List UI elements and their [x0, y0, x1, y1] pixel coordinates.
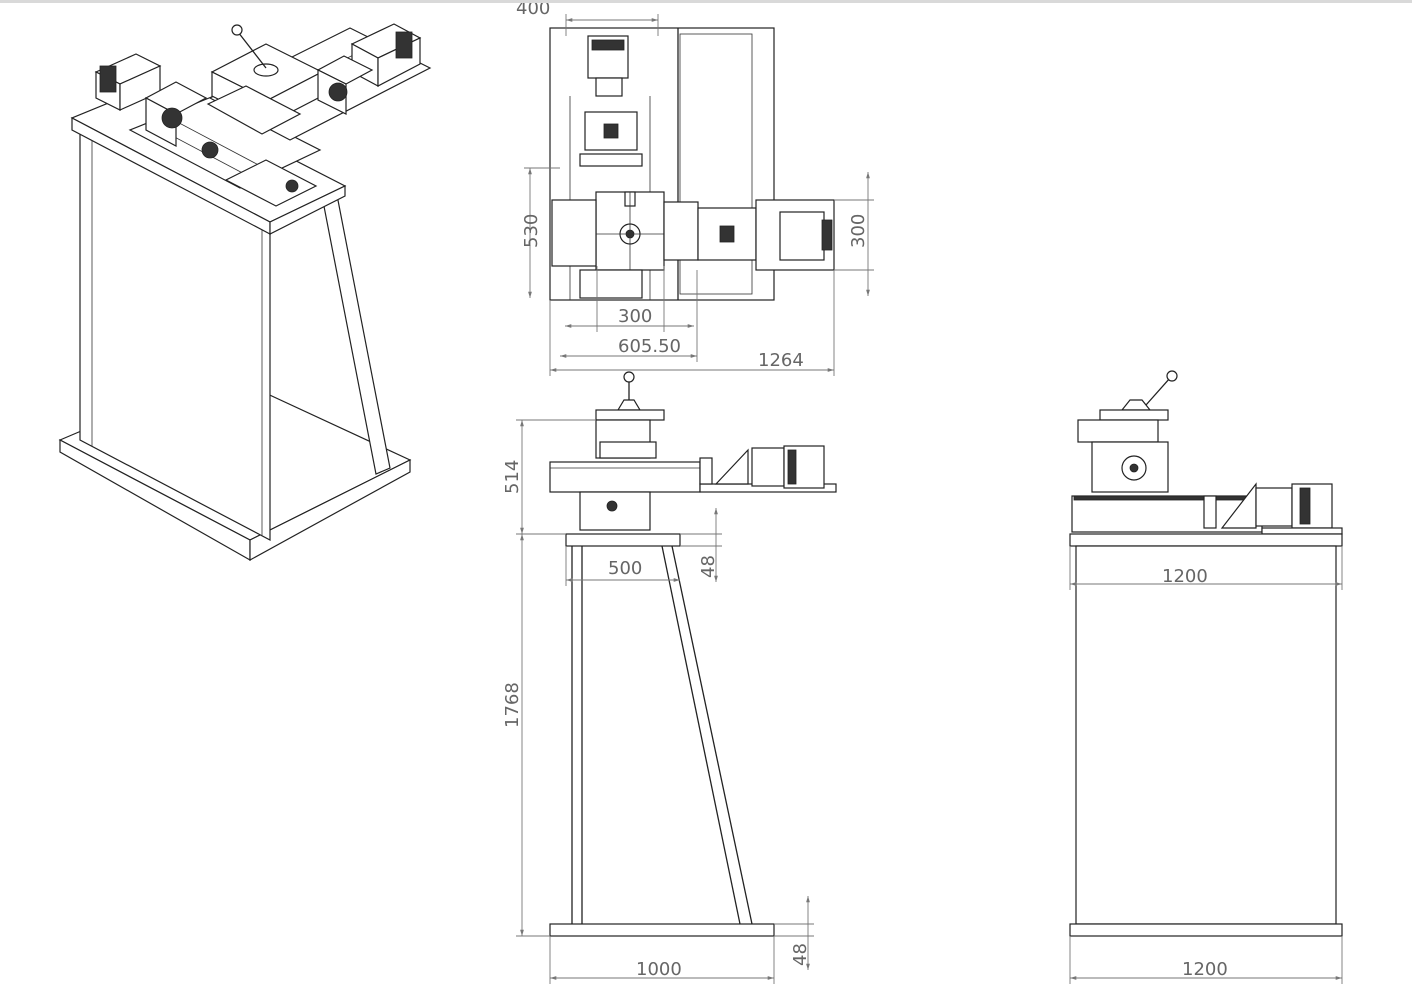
dim-300-bottom-label: 300 [618, 306, 652, 327]
dim-1200-top-label: 1200 [1162, 566, 1208, 587]
front-brace-inner [671, 545, 753, 925]
iso-rail-b [165, 115, 269, 171]
front-view [549, 371, 837, 937]
iso-coupling-right [328, 82, 348, 102]
side-motor-fins [1299, 487, 1311, 525]
top-view [549, 27, 835, 301]
top-lower-block [579, 269, 643, 299]
front-gearbox-shaft [606, 500, 618, 512]
iso-front-carriage [224, 159, 318, 207]
iso-coupling-left [161, 107, 183, 129]
side-view-dimensions: 1200 1200 [1069, 546, 1343, 984]
front-top-plate [565, 533, 681, 547]
top-motor-x-fins [821, 219, 833, 251]
dim-500-label: 500 [608, 558, 642, 579]
side-gearbox-center [1129, 463, 1139, 473]
side-column [1075, 545, 1337, 925]
top-coupling-x [719, 225, 735, 243]
front-base-plate [549, 923, 775, 937]
isometric-view [58, 23, 432, 562]
dim-1200-bottom-label: 1200 [1182, 959, 1228, 980]
iso-table-hub [253, 63, 279, 77]
front-motor-fins [787, 449, 797, 485]
dim-1000-label: 1000 [636, 959, 682, 980]
front-motor-body [751, 447, 785, 487]
side-base-plate [1069, 923, 1343, 937]
top-shaft-support [579, 153, 643, 167]
dim-1768-label: 1768 [502, 682, 523, 728]
side-bearing-block [1203, 495, 1217, 529]
front-view-dimensions: 514 48 500 1768 48 1000 [502, 419, 814, 984]
top-open-area [679, 33, 753, 295]
iso-front-bearing [285, 179, 299, 193]
top-motor-y-neck [595, 77, 623, 97]
dim-48-lower-label: 48 [790, 943, 811, 966]
iso-top-plate-side [269, 185, 346, 235]
iso-carriage [206, 85, 302, 135]
top-view-dimensions: 400 530 300 300 605.50 1264 [516, 0, 874, 376]
front-slide-plate [549, 461, 701, 493]
side-view [1069, 370, 1343, 937]
dim-530-label: 530 [521, 214, 542, 248]
front-table-top [595, 409, 665, 421]
top-left-block [551, 199, 597, 267]
side-lever [1145, 377, 1171, 406]
iso-coupling-center [201, 141, 219, 159]
top-motor-x [779, 211, 825, 261]
iso-base-side [249, 459, 411, 562]
side-motor-body [1255, 487, 1293, 527]
front-bracket-gusset [714, 448, 749, 485]
front-brace-outer [661, 545, 741, 925]
side-lever-knob [1166, 370, 1178, 382]
iso-lever-knob [231, 24, 243, 36]
side-motor-end [1291, 483, 1333, 529]
top-coupling-y [603, 123, 619, 139]
top-x-rail [663, 201, 699, 261]
front-lever-base [616, 399, 642, 411]
dim-300-right-label: 300 [848, 214, 869, 248]
side-lever-base [1120, 399, 1152, 411]
dim-514-label: 514 [502, 460, 523, 494]
top-motor-y-fins [591, 39, 625, 51]
side-motor-rail [1261, 527, 1343, 535]
side-table-body [1077, 419, 1159, 443]
sheet-top-border [0, 0, 1412, 3]
dim-605-label: 605.50 [618, 336, 681, 357]
dim-48-upper-label: 48 [698, 555, 719, 578]
side-table-top [1099, 409, 1169, 421]
iso-motor-right-fins [395, 31, 413, 59]
front-table-lower [599, 441, 657, 459]
side-rail-strip [1073, 495, 1261, 501]
dim-1264-label: 1264 [758, 350, 804, 371]
front-bearing-block [699, 457, 713, 485]
iso-motor-left-fins [99, 65, 117, 93]
dim-400-label: 400 [516, 0, 550, 19]
iso-lever [237, 31, 267, 69]
front-gearbox [579, 491, 651, 531]
front-lever-knob [623, 371, 635, 383]
side-top-plate [1069, 533, 1343, 547]
